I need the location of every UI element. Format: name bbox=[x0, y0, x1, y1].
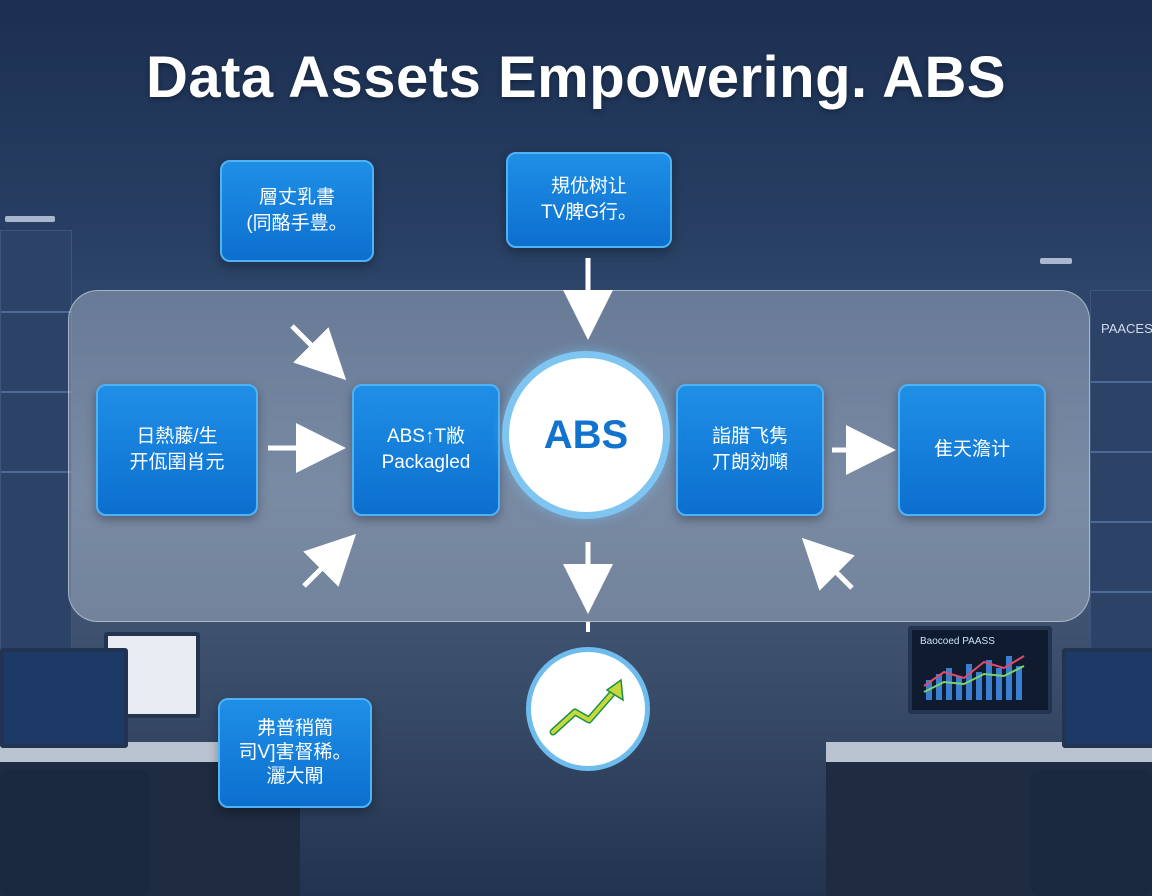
box-right-mid: 詣腊飞隽 丌朗効噸 bbox=[676, 384, 824, 516]
box-top-left-line2: (同酪手豊。 bbox=[246, 213, 348, 234]
box-right-mid-line2: 丌朗効噸 bbox=[711, 452, 788, 473]
box-bottom-left: 弗普稍簡 司V]害督稀。 灑大閘 bbox=[218, 698, 372, 808]
ceiling-light bbox=[1040, 258, 1072, 264]
box-bottom-left-line2: 司V]害督稀。 bbox=[238, 742, 352, 763]
box-packaged-line2: Packagled bbox=[381, 452, 471, 473]
box-bottom-left-line1: 弗普稍簡 bbox=[256, 718, 333, 739]
foreground-monitor-right bbox=[1062, 648, 1152, 748]
ceiling-light bbox=[5, 216, 55, 222]
page-title: Data Assets Empowering. ABS bbox=[145, 45, 1007, 110]
chair-left bbox=[0, 770, 150, 896]
box-far-right: 隹天澹计 bbox=[898, 384, 1046, 516]
box-packaged: ABS↑T敝 Packagled bbox=[352, 384, 500, 516]
foreground-monitor-left bbox=[0, 648, 128, 748]
box-top-left: 層丈乳書 (同酪手豊。 bbox=[220, 160, 374, 262]
chair-right bbox=[1030, 770, 1152, 896]
server-rack-left bbox=[0, 230, 72, 682]
box-packaged-line1: ABS↑T敝 bbox=[386, 426, 466, 447]
box-left-line1: 日熱藤/生 bbox=[136, 426, 218, 447]
box-top-left-line1: 層丈乳書 bbox=[258, 187, 335, 208]
shelf-sign: PAACES bbox=[1101, 321, 1152, 336]
abs-hub-label: ABS bbox=[543, 412, 629, 457]
box-bottom-left-line3: 灑大閘 bbox=[266, 766, 324, 787]
box-right-mid-line1: 詣腊飞隽 bbox=[711, 426, 788, 447]
background-monitor: Baocoed PAASS bbox=[908, 626, 1052, 714]
box-top-center: 規优树让 TV脾G行。 bbox=[506, 152, 672, 248]
monitor-chart bbox=[923, 655, 1025, 700]
abs-hub-circle: ABS bbox=[502, 351, 670, 519]
monitor-title: Baocoed PAASS bbox=[920, 636, 995, 647]
trend-up-icon bbox=[549, 678, 624, 736]
bookshelf-right: PAACES bbox=[1090, 290, 1152, 652]
growth-circle bbox=[526, 647, 650, 771]
box-far-right-line1: 隹天澹计 bbox=[933, 439, 1010, 460]
box-left-line2: 开佤圉肖元 bbox=[129, 452, 225, 473]
box-top-center-line2: TV脾G行。 bbox=[540, 202, 638, 223]
box-left: 日熱藤/生 开佤圉肖元 bbox=[96, 384, 258, 516]
box-top-center-line1: 規优树让 bbox=[550, 176, 627, 197]
